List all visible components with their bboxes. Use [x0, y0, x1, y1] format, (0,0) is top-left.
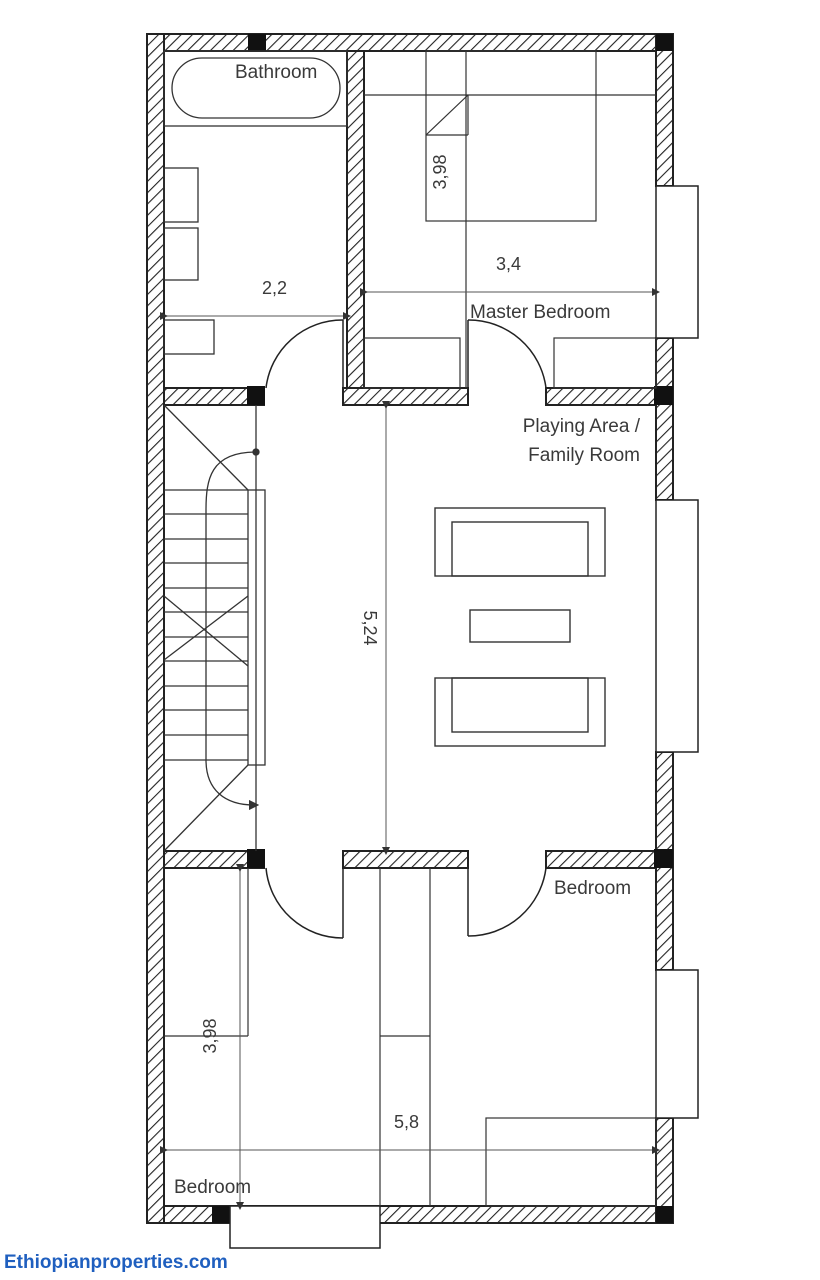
dimension-lines — [160, 288, 660, 1210]
fixture-1 — [163, 167, 199, 223]
doors — [265, 319, 547, 939]
dim-bedroom-width: 5,8 — [394, 1112, 419, 1132]
family-room-furniture — [434, 507, 606, 747]
wall-right-2 — [655, 337, 674, 501]
bathtub — [163, 50, 348, 127]
wall-right-1 — [655, 33, 674, 187]
wall-upper-b — [342, 387, 469, 406]
bathroom-fixtures — [163, 50, 348, 355]
bed-lower — [485, 1117, 657, 1207]
wall-upper-c — [545, 387, 657, 406]
label-master-bedroom: Master Bedroom — [470, 302, 610, 323]
windows — [229, 185, 699, 1249]
sink — [163, 319, 215, 355]
bathtub-inner — [171, 57, 341, 119]
label-playing-area-line2: Family Room — [528, 445, 640, 466]
staircase — [163, 404, 266, 852]
dim-master-width: 3,4 — [496, 254, 521, 274]
master-furniture — [363, 50, 657, 389]
sofa-bottom — [434, 677, 606, 747]
sofa-top — [434, 507, 606, 577]
wall-bath-master — [346, 50, 365, 389]
fixture-2 — [163, 227, 199, 281]
dim-bathroom-width: 2,2 — [262, 278, 287, 298]
label-bathroom: Bathroom — [235, 62, 317, 83]
label-playing-area-line1: Playing Area / — [523, 416, 641, 437]
watermark: Ethiopianproperties.com — [4, 1252, 228, 1273]
wardrobe — [363, 337, 461, 389]
label-bedroom-right: Bedroom — [554, 878, 631, 899]
dim-bedroom-depth: 3,98 — [200, 1018, 220, 1053]
dim-master-depth: 3,98 — [430, 154, 450, 189]
label-bedroom-left: Bedroom — [174, 1177, 251, 1198]
wall-left — [146, 33, 165, 1224]
columns — [212, 34, 673, 1223]
wall-lower-c — [545, 850, 657, 869]
wall-lower-b — [342, 850, 469, 869]
dim-family-depth: 5,24 — [360, 610, 380, 645]
walls — [146, 33, 674, 1224]
coffee-table — [469, 609, 571, 643]
dresser — [553, 337, 657, 389]
wall-top — [146, 33, 674, 52]
bed — [425, 50, 597, 222]
bedroom-furniture — [164, 868, 657, 1207]
